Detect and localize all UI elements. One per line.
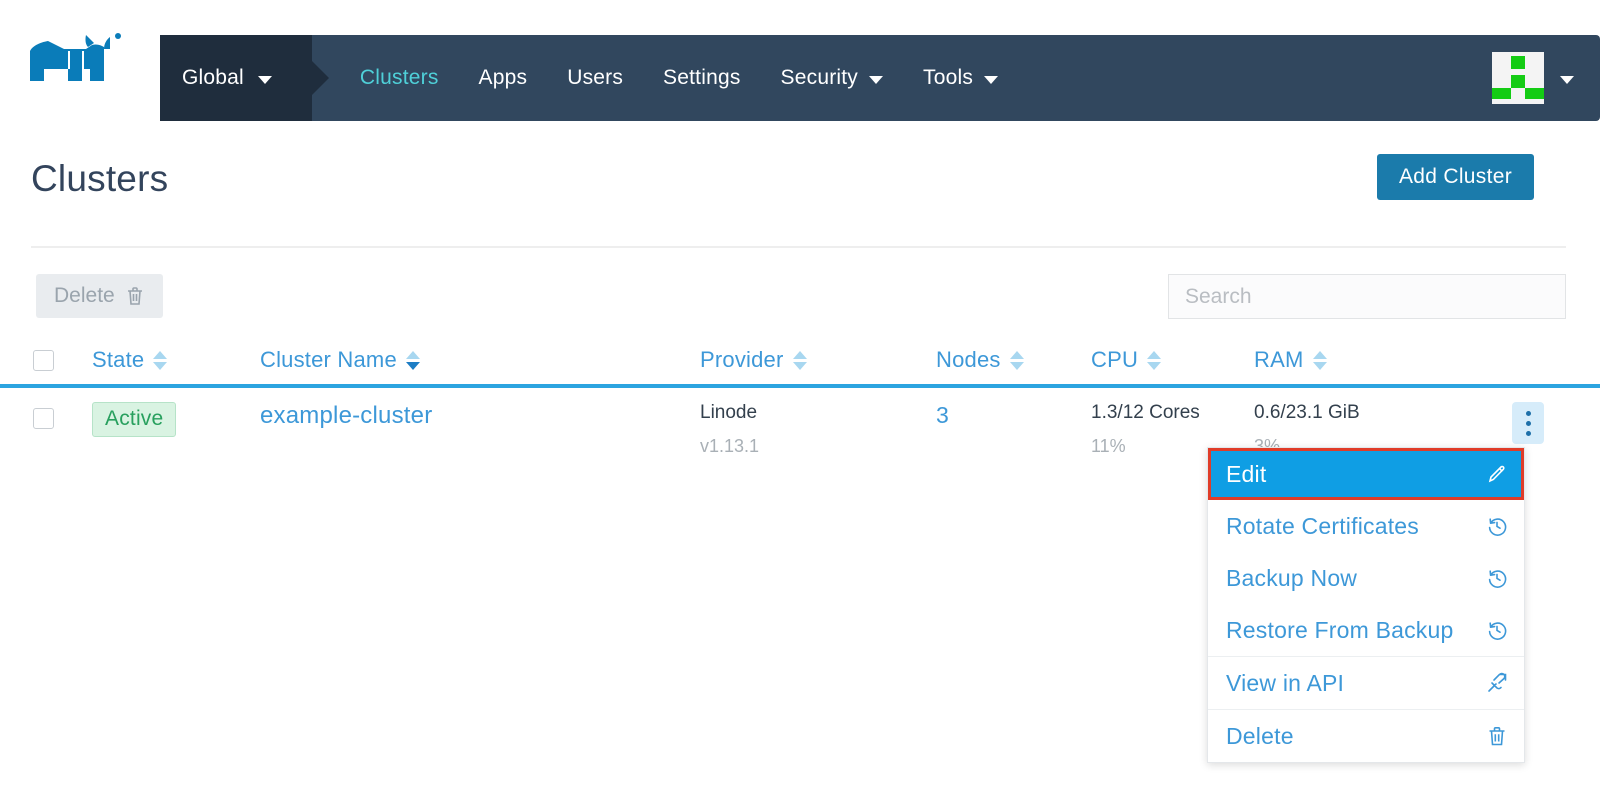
row-context-menu: Edit Rotate Certificates Backup Now Rest… <box>1207 447 1525 763</box>
bulk-delete-button[interactable]: Delete <box>36 274 163 318</box>
nav-item-users[interactable]: Users <box>547 66 643 90</box>
clusters-table: State Cluster Name Provider Nodes CP <box>0 336 1600 478</box>
menu-item-edit[interactable]: Edit <box>1208 448 1524 500</box>
chevron-down-icon[interactable] <box>1560 76 1574 84</box>
row-select-cell <box>0 402 62 429</box>
status-badge: Active <box>92 402 177 437</box>
ram-value: 0.6/23.1 GiB <box>1254 402 1360 423</box>
sort-toggle-icon[interactable] <box>1147 350 1162 370</box>
nav-context-selector[interactable]: Global <box>160 35 312 121</box>
cluster-name-link[interactable]: example-cluster <box>260 402 433 429</box>
bull-logo-icon <box>30 33 121 81</box>
link-icon <box>1486 672 1508 694</box>
select-all-checkbox[interactable] <box>33 349 54 371</box>
sort-toggle-icon[interactable] <box>405 350 420 370</box>
nav-item-label: Security <box>780 66 858 89</box>
table-header-row: State Cluster Name Provider Nodes CP <box>0 336 1600 388</box>
column-header-nodes[interactable]: Nodes <box>936 347 1091 373</box>
menu-item-restore-from-backup[interactable]: Restore From Backup <box>1208 604 1524 656</box>
column-header-state[interactable]: State <box>92 347 260 373</box>
trash-icon <box>1486 725 1508 747</box>
menu-separator <box>1208 656 1524 657</box>
column-label: RAM <box>1254 347 1304 372</box>
row-checkbox[interactable] <box>33 408 54 429</box>
page-header: Clusters Add Cluster <box>0 118 1600 248</box>
rancher-logo[interactable] <box>0 0 160 118</box>
row-provider-cell: Linode v1.13.1 <box>700 402 936 457</box>
bulk-delete-label: Delete <box>54 284 115 307</box>
cpu-percent: 11% <box>1091 436 1126 456</box>
table-toolbar: Delete <box>0 262 1600 338</box>
nav-item-label: Users <box>567 66 624 89</box>
top-navigation-bar: Global Clusters Apps Users Settings Secu… <box>0 0 1600 121</box>
nav-item-clusters[interactable]: Clusters <box>340 66 459 90</box>
provider-version: v1.13.1 <box>700 436 760 456</box>
chevron-down-icon <box>869 76 883 84</box>
provider-name: Linode <box>700 402 758 423</box>
sort-toggle-icon[interactable] <box>1009 350 1024 370</box>
sort-toggle-icon[interactable] <box>153 350 168 370</box>
nav-item-apps[interactable]: Apps <box>459 66 548 90</box>
nodes-count-link[interactable]: 3 <box>936 402 949 428</box>
pencil-icon <box>1486 463 1508 485</box>
column-header-cluster-name[interactable]: Cluster Name <box>260 347 700 373</box>
row-state-cell: Active <box>62 402 260 437</box>
nav-item-security[interactable]: Security <box>761 66 903 90</box>
menu-item-rotate-certificates[interactable]: Rotate Certificates <box>1208 500 1524 552</box>
column-header-ram[interactable]: RAM <box>1254 347 1484 373</box>
sort-toggle-icon[interactable] <box>1312 350 1327 370</box>
column-label: State <box>92 347 145 372</box>
select-all-cell <box>0 349 62 371</box>
row-actions-cell <box>1484 402 1600 444</box>
nav-item-label: Tools <box>923 66 974 89</box>
history-icon <box>1486 619 1508 641</box>
trash-icon <box>125 285 145 307</box>
nav-item-label: Settings <box>663 66 741 89</box>
column-label: Nodes <box>936 347 1001 372</box>
column-label: Cluster Name <box>260 347 397 372</box>
search-input[interactable] <box>1168 274 1566 319</box>
menu-item-backup-now[interactable]: Backup Now <box>1208 552 1524 604</box>
column-header-provider[interactable]: Provider <box>700 347 936 373</box>
nav-bar: Global Clusters Apps Users Settings Secu… <box>160 35 1600 121</box>
row-cpu-cell: 1.3/12 Cores 11% <box>1091 402 1254 457</box>
menu-item-label: Edit <box>1226 460 1267 487</box>
menu-separator <box>1208 709 1524 710</box>
nav-user-area <box>1492 52 1600 104</box>
row-nodes-cell: 3 <box>936 402 1091 429</box>
column-label: Provider <box>700 347 784 372</box>
add-cluster-button[interactable]: Add Cluster <box>1376 154 1534 200</box>
page-title: Clusters <box>31 158 169 199</box>
row-name-cell: example-cluster <box>260 402 700 430</box>
cpu-value: 1.3/12 Cores <box>1091 402 1200 423</box>
column-header-cpu[interactable]: CPU <box>1091 347 1254 373</box>
column-label: CPU <box>1091 347 1139 372</box>
history-icon <box>1486 515 1508 537</box>
nav-item-label: Apps <box>478 66 528 89</box>
menu-item-delete[interactable]: Delete <box>1208 710 1524 762</box>
chevron-down-icon <box>257 76 272 84</box>
menu-item-label: View in API <box>1226 669 1345 696</box>
menu-item-label: Backup Now <box>1226 564 1358 591</box>
nav-item-settings[interactable]: Settings <box>643 66 760 90</box>
row-actions-menu-button[interactable] <box>1512 402 1544 444</box>
table-row[interactable]: Active example-cluster Linode v1.13.1 3 … <box>0 388 1600 478</box>
nav-item-label: Clusters <box>359 66 439 89</box>
history-icon <box>1486 567 1508 589</box>
sort-toggle-icon[interactable] <box>792 350 807 370</box>
avatar[interactable] <box>1492 52 1544 104</box>
header-divider <box>31 246 1566 248</box>
nav-item-tools[interactable]: Tools <box>903 66 1018 90</box>
nav-context-label: Global <box>182 66 244 89</box>
nav-items: Clusters Apps Users Settings Security To… <box>340 66 1018 90</box>
menu-item-label: Rotate Certificates <box>1226 512 1419 539</box>
chevron-down-icon <box>984 76 999 84</box>
menu-item-view-in-api[interactable]: View in API <box>1208 657 1524 709</box>
menu-item-label: Restore From Backup <box>1226 616 1454 643</box>
menu-item-label: Delete <box>1226 722 1294 749</box>
